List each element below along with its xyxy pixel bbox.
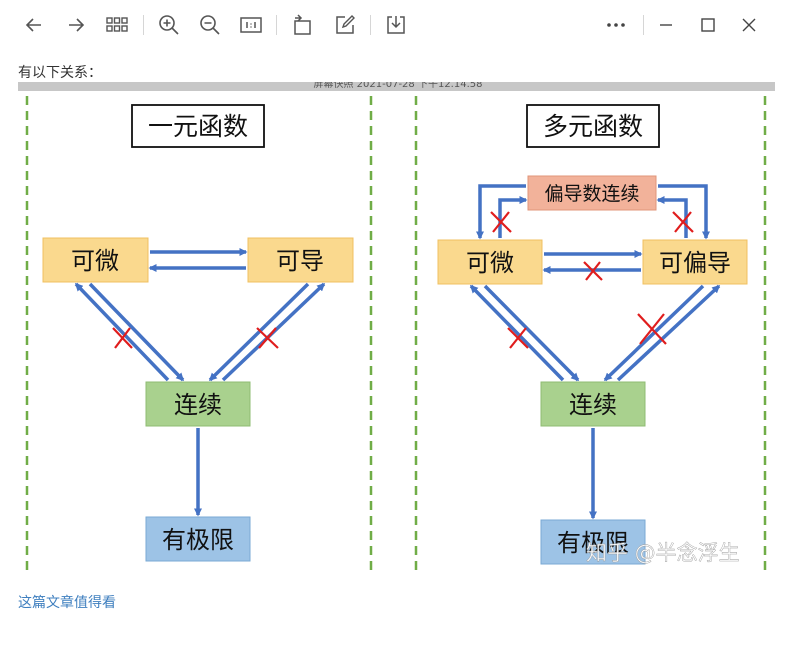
rotate-button[interactable] [289,11,317,39]
left-node-derivable [247,237,354,283]
toolbar-separator [643,15,644,35]
back-button[interactable] [20,11,48,39]
toolbar-separator [276,15,277,35]
download-icon [387,16,405,34]
right-node-differentiable [437,239,543,285]
right-panel: 多元函数 偏导数连续 可微 可偏导 连续 有极限 [437,104,748,565]
left-node-limit-label: 有极限 [162,526,234,554]
relationship-diagram: 屏幕快照 2021-07-28 下午12.14.58 一元函数 可微 可导 连续… [18,82,775,572]
gallery-button[interactable] [103,11,131,39]
maximize-button[interactable] [694,11,722,39]
screenshot-caption: 屏幕快照 2021-07-28 下午12.14.58 [313,82,482,90]
right-node-differentiable-label: 可微 [466,249,514,277]
toolbar-separator [370,15,371,35]
right-node-continuous [540,381,646,427]
left-cross-marks [112,327,279,349]
left-node-continuous-label: 连续 [174,391,222,419]
recommended-article-link[interactable]: 这篇文章值得看 [18,595,116,611]
right-node-partial-continuous-label: 偏导数连续 [544,183,639,205]
right-node-limit-label: 有极限 [557,529,629,557]
zoom-out-icon [200,15,220,35]
right-title: 多元函数 [543,112,643,141]
close-button[interactable] [735,11,763,39]
right-title-box [526,104,660,148]
more-options-button[interactable] [602,11,630,39]
right-cross-marks [490,211,694,349]
right-node-continuous-label: 连续 [569,391,617,419]
more-horizontal-icon [607,23,625,27]
viewer-toolbar [0,0,785,50]
dashed-dividers [25,96,767,572]
edit-icon [336,15,355,34]
close-icon [742,18,756,32]
left-node-derivable-label: 可导 [276,247,324,275]
zoom-out-button[interactable] [196,11,224,39]
arrow-left-icon [25,18,41,32]
left-panel: 一元函数 可微 可导 连续 有极限 [42,104,354,562]
zoom-in-button[interactable] [155,11,183,39]
download-button[interactable] [382,11,410,39]
edit-button[interactable] [331,11,359,39]
right-arrows [469,184,721,520]
left-node-differentiable [42,237,149,283]
maximize-icon [701,18,715,32]
intro-text: 有以下关系： [18,65,102,81]
actual-size-icon [240,17,262,33]
screenshot-band [18,82,775,91]
right-node-limit [540,519,646,565]
left-title-box [131,104,265,148]
right-node-partial-derivable [642,239,748,285]
minimize-button[interactable] [652,11,680,39]
right-node-partial-continuous [527,175,657,211]
left-title: 一元函数 [148,112,248,141]
rotate-icon [294,14,311,35]
zhihu-watermark: 知乎 @半念浮生 [586,541,740,565]
actual-size-button[interactable] [237,11,265,39]
relationship-figure: 屏幕快照 2021-07-28 下午12.14.58 一元函数 可微 可导 连续… [18,82,775,575]
toolbar-separator [143,15,144,35]
left-node-continuous [145,381,251,427]
arrow-right-icon [69,18,85,32]
right-node-partial-derivable-label: 可偏导 [659,249,731,277]
left-node-limit [145,516,251,562]
grid-icon [106,17,128,32]
zoom-in-icon [159,15,179,35]
minimize-icon [660,24,672,26]
left-node-differentiable-label: 可微 [71,247,119,275]
forward-button[interactable] [62,11,90,39]
